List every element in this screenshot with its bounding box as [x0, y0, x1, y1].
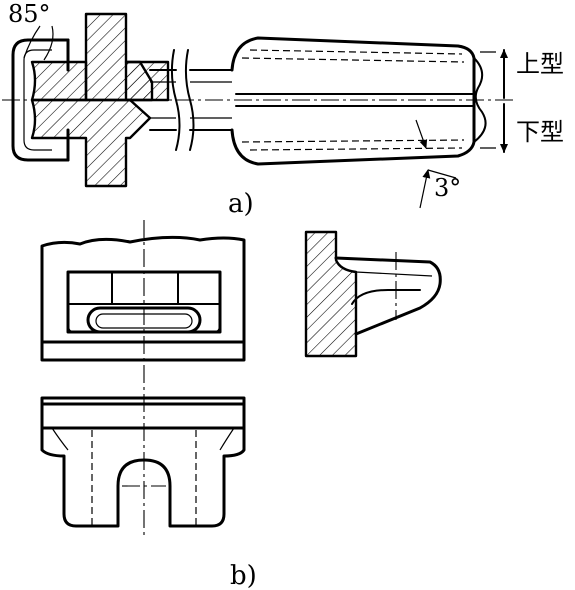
- caption-b: b): [230, 561, 257, 590]
- angle-3-label: 3°: [434, 174, 461, 202]
- lower-die-cavity: [40, 426, 246, 528]
- upper-die-block: [40, 235, 246, 362]
- break-line-2: [184, 49, 195, 151]
- caption-a: a): [228, 189, 254, 219]
- view-b: b): [40, 220, 442, 590]
- cavity-slot: [86, 306, 202, 334]
- angle-85-label: 85°: [8, 0, 51, 28]
- side-section: [304, 230, 358, 358]
- break-line-right: [473, 57, 487, 143]
- head-inner-outline: [23, 49, 52, 151]
- body-outline: [230, 36, 476, 166]
- upper-die-label: 上型: [516, 50, 564, 78]
- lower-die-plate: [40, 396, 246, 430]
- section-lower: [30, 98, 152, 188]
- section-left-upper: [30, 60, 88, 102]
- side-profile: [334, 256, 442, 336]
- angle-3-arrow-top: [415, 119, 428, 149]
- view-a: 上型 下型 85° 3° a): [2, 0, 564, 219]
- body-hidden-lines: [241, 57, 465, 143]
- break-line-1: [170, 49, 181, 151]
- head-outline: [11, 38, 58, 162]
- lower-die-label: 下型: [516, 118, 564, 146]
- angle-85-leader: [23, 25, 41, 59]
- angle-3-arrow-bottom: [419, 169, 431, 209]
